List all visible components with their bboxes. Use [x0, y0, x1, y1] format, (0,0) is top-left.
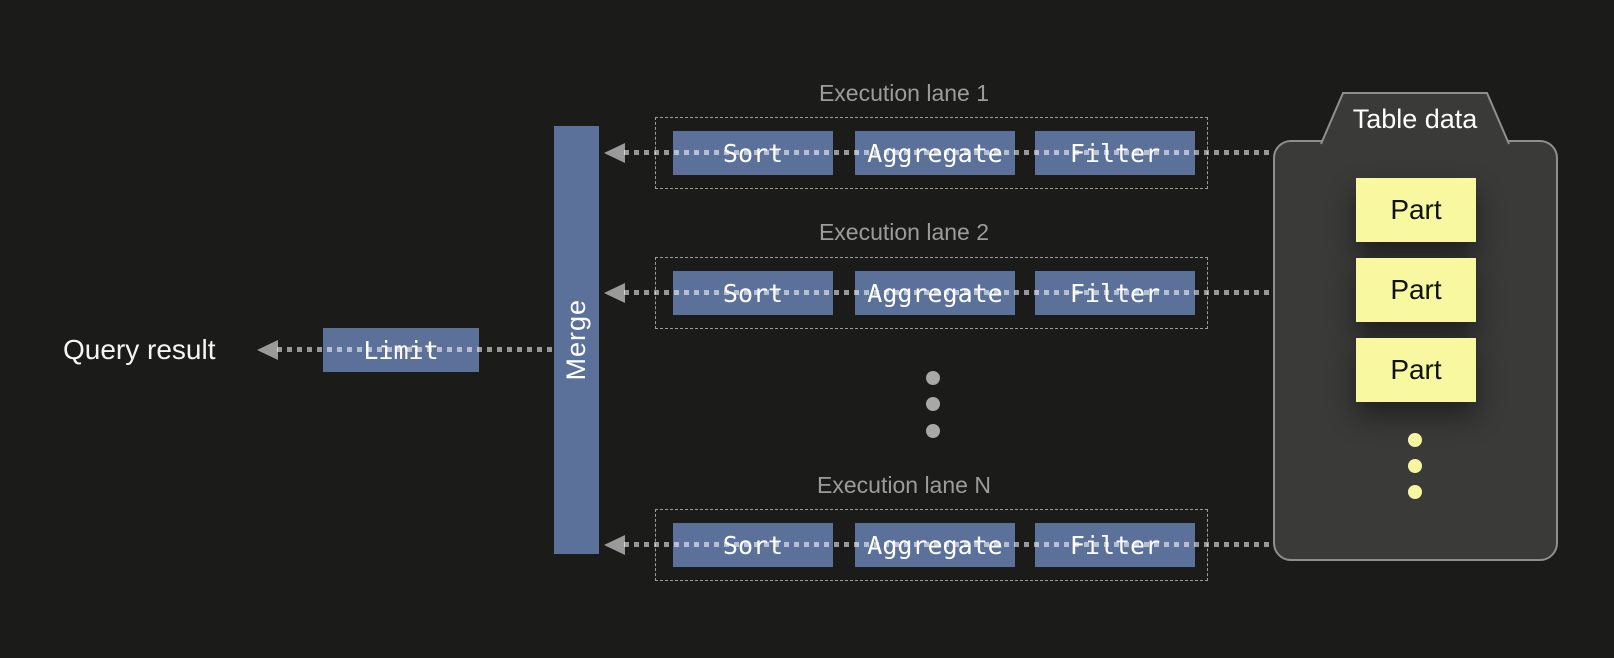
part-box: Part	[1356, 178, 1476, 242]
part-box: Part	[1356, 338, 1476, 402]
parts-ellipsis-dot	[1408, 433, 1422, 447]
lane-1-label: Execution lane 1	[818, 80, 990, 106]
arrow-left-icon	[604, 535, 625, 555]
lanes-ellipsis-dot	[926, 424, 940, 438]
part-box: Part	[1356, 258, 1476, 322]
dotted-flow-line	[624, 290, 1273, 295]
arrow-left-icon	[257, 340, 278, 360]
arrow-left-icon	[604, 283, 625, 303]
part-label: Part	[1390, 194, 1442, 225]
merge-operator-bar: Merge	[554, 126, 599, 554]
parts-ellipsis-dot	[1408, 485, 1422, 499]
lanes-ellipsis-dot	[926, 371, 940, 385]
part-label: Part	[1390, 354, 1442, 385]
part-label: Part	[1390, 274, 1442, 305]
lane-n-label: Execution lane N	[817, 472, 991, 498]
dotted-flow-line	[624, 542, 1273, 547]
table-data-tab	[1320, 92, 1510, 145]
merge-operator-label: Merge	[561, 299, 591, 381]
dotted-flow-line	[277, 347, 554, 352]
lane-2-label: Execution lane 2	[818, 219, 990, 245]
arrow-left-icon	[604, 143, 625, 163]
parts-ellipsis-dot	[1408, 459, 1422, 473]
dotted-flow-line	[624, 150, 1273, 155]
query-result-label: Query result	[63, 334, 216, 365]
table-data-title: Table data	[1352, 104, 1478, 134]
lanes-ellipsis-dot	[926, 397, 940, 411]
